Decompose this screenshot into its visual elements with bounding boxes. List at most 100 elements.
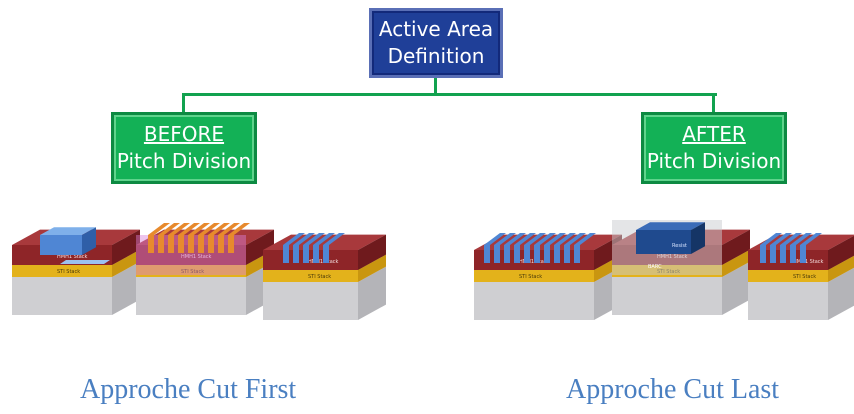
stack-1-sti-front: [12, 265, 112, 277]
stack-4-fin-4: [524, 245, 530, 263]
stack-3-fin-1: [293, 245, 299, 263]
stack-3-substrate-side: [358, 266, 386, 320]
stack-4-sti-label: STI Stack: [519, 274, 542, 280]
stack-4-fin-top-9: [574, 233, 596, 245]
stack-6-fin-2: [780, 245, 786, 263]
stack-4-fin-8: [564, 245, 570, 263]
stack-1-hm-side: [112, 229, 140, 265]
stack-2-fin-top-2: [168, 223, 190, 235]
stack-2-sti-front: [136, 265, 246, 277]
before-pitch-division-node: BEFORE Pitch Division: [111, 112, 257, 184]
stack-4-fin-5: [534, 245, 540, 263]
stack-3-fin-top-1: [293, 233, 315, 245]
stack-2-fin-4: [188, 235, 194, 253]
stack-3-sti-label: STI Stack: [308, 274, 331, 280]
stack-2-fin-5: [198, 235, 204, 253]
stack-2-fin-top-0: [148, 223, 170, 235]
stack-4-sti-front: [474, 270, 594, 282]
stack-1-resist-tab: [60, 260, 110, 264]
stack-4-fin-6: [544, 245, 550, 263]
stack-5-barc-label: BARC: [648, 264, 662, 270]
stack-2-fin-7: [218, 235, 224, 253]
caption-cut-last: Approche Cut Last: [566, 374, 780, 405]
stack-6-fin-1: [770, 245, 776, 263]
stack-6-fin-top-3: [790, 233, 812, 245]
stack-4-fin-top-2: [504, 233, 526, 245]
stack-6-hm-side: [828, 235, 854, 270]
stack-4-fin-3: [514, 245, 520, 263]
after-subtitle: Pitch Division: [646, 149, 782, 173]
stack-5-substrate-front: [612, 277, 722, 315]
stack-1-substrate-front: [12, 277, 112, 315]
stack-6-substrate-side: [828, 267, 854, 320]
stack-4-fin-top-5: [534, 233, 556, 245]
stack-2-hm-side: [246, 229, 274, 265]
connector-root-down: [434, 78, 437, 95]
stack-4-fin-top-1: [494, 233, 516, 245]
stack-6-fin-0: [760, 245, 766, 263]
stack-2-fin-8: [228, 235, 234, 253]
stack-6-fin-top-0: [760, 233, 782, 245]
connector-right-down: [712, 93, 715, 113]
after-pitch-division-node: AFTER Pitch Division: [641, 112, 787, 184]
stack-5-resist-side: [691, 222, 705, 254]
connector-horizontal: [183, 93, 717, 96]
stack-1-substrate-side: [112, 261, 140, 315]
stack-4-fin-top-3: [514, 233, 536, 245]
stack-6-sti-label: STI Stack: [793, 274, 816, 280]
stack-1-sti-side: [112, 249, 140, 277]
before-label: BEFORE: [143, 122, 225, 146]
stack-2-fin-top-1: [158, 223, 180, 235]
connector-left-down: [182, 93, 185, 113]
stack-4-fin-1: [494, 245, 500, 263]
stack-3-fin-4: [323, 245, 329, 263]
stack-2-fin-0: [148, 235, 154, 253]
stack-4-fin-9: [574, 245, 580, 263]
stack-3-substrate-front: [263, 282, 358, 320]
stack-1-resist-top: [40, 227, 96, 235]
stack-3-fin-top-2: [303, 233, 325, 245]
stack-5-hm-side: [722, 229, 750, 265]
stack-2-fin-3: [178, 235, 184, 253]
stack-3-fin-2: [303, 245, 309, 263]
stack-3-fin-top-3: [313, 233, 335, 245]
stack-3-fin-top-4: [323, 233, 345, 245]
stack-4-fin-top-7: [554, 233, 576, 245]
stack-6-hm-label: HMH1 Stack: [793, 259, 824, 265]
stack-6-fin-3: [790, 245, 796, 263]
stack-2-fin-top-4: [188, 223, 210, 235]
stack-4-fin-top-6: [544, 233, 566, 245]
after-label: AFTER: [682, 122, 746, 146]
stack-3-fin-3: [313, 245, 319, 263]
stack-4-fin-2: [504, 245, 510, 263]
stack-6-fin-top-4: [800, 233, 822, 245]
stack-4-substrate-front: [474, 282, 594, 320]
stack-5-resist-top: [636, 222, 705, 230]
stack-2-fin-top-3: [178, 223, 200, 235]
stack-3-fin-0: [283, 245, 289, 263]
caption-cut-first: Approche Cut First: [80, 374, 297, 405]
stack-3-fin-top-0: [283, 233, 305, 245]
stack-4-fin-0: [484, 245, 490, 263]
stack-2-fin-top-8: [228, 223, 250, 235]
stack-5-resist-label: Resist: [672, 243, 687, 249]
stack-6-substrate-front: [748, 282, 828, 320]
stack-6-sti-front: [748, 270, 828, 282]
stack-5-sti-side: [722, 249, 750, 277]
root-node-line1: Active Area: [378, 17, 494, 41]
stack-3-hm-side: [358, 234, 386, 270]
stack-2-substrate-front: [136, 277, 246, 315]
stack-2-sti-label: STI Stack: [181, 269, 204, 275]
stack-6-sti-side: [828, 255, 854, 282]
stack-3-sti-front: [263, 270, 358, 282]
stack-4-fin-top-0: [484, 233, 506, 245]
stack-4-fin-7: [554, 245, 560, 263]
stack-2-fin-top-5: [198, 223, 220, 235]
root-node-line2: Definition: [387, 44, 485, 68]
stack-2-fin-top-7: [218, 223, 240, 235]
stack-1-resist-front: [40, 235, 82, 255]
stack-5-substrate-side: [722, 261, 750, 315]
stack-1-resist-side: [82, 227, 96, 255]
stack-2-fin-top-6: [208, 223, 230, 235]
